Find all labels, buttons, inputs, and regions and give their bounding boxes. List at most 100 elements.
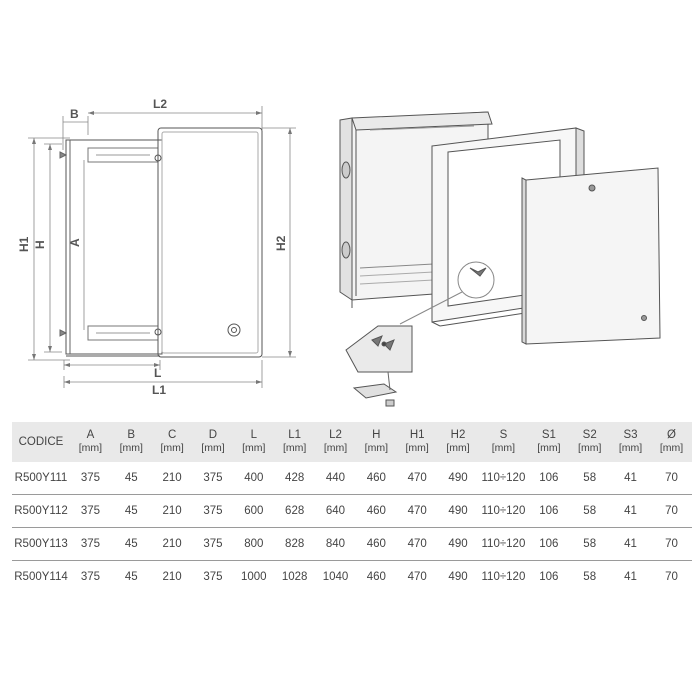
table-cell: 210 — [151, 527, 193, 561]
header-label: S — [499, 429, 508, 441]
lock-icon — [588, 184, 596, 192]
dim-label-H2: H2 — [274, 235, 288, 251]
header-cell: S3[mm] — [610, 422, 651, 462]
table-cell: 375 — [192, 494, 234, 528]
table-cell: 58 — [569, 494, 611, 528]
header-unit: [mm] — [491, 442, 516, 454]
table-cell: 70 — [650, 527, 692, 561]
header-cell: L1[mm] — [274, 422, 315, 462]
table-cell: 110÷120 — [478, 527, 529, 561]
table-cell: 1040 — [322, 571, 349, 583]
table-cell: 640 — [315, 494, 356, 528]
dim-label-H: H — [33, 240, 47, 249]
header-cell: H2[mm] — [438, 422, 479, 462]
header-label: L1 — [288, 429, 302, 441]
header-cell: CODICE — [12, 422, 70, 462]
header-label: S2 — [582, 429, 597, 441]
header-cell: S2[mm] — [569, 422, 610, 462]
header-cell: B[mm] — [111, 422, 152, 462]
header-cell: C[mm] — [152, 422, 193, 462]
table-cell: 70 — [665, 571, 678, 583]
table-cell: 600 — [233, 494, 275, 528]
table-row: R500Y112 375 45 210 375 600 628 640 460 … — [12, 494, 692, 528]
header-unit: [mm] — [618, 442, 643, 454]
table-cell-code: R500Y113 — [12, 527, 70, 561]
header-unit: [mm] — [282, 442, 307, 454]
table-cell: 106 — [528, 494, 570, 528]
header-cell: D[mm] — [193, 422, 234, 462]
header-label: L — [250, 429, 257, 441]
table-cell: 45 — [110, 462, 152, 495]
table-cell: 1000 — [241, 571, 267, 583]
dim-label-L1: L1 — [152, 383, 166, 397]
header-label: S1 — [541, 429, 556, 441]
table-cell: 58 — [569, 527, 611, 561]
table-cell: 440 — [315, 462, 356, 495]
table-cell: 490 — [437, 462, 479, 495]
dim-label-H1: H1 — [17, 236, 31, 252]
header-unit: [mm] — [323, 442, 348, 454]
table-cell: 375 — [203, 571, 223, 583]
header-unit: [mm] — [659, 442, 684, 454]
table-cell: 210 — [151, 494, 193, 528]
table-cell: 70 — [650, 494, 692, 528]
lock-icon — [227, 323, 241, 337]
table-cell: 470 — [396, 462, 438, 495]
table-cell: 470 — [396, 494, 438, 528]
table-cell: 45 — [110, 494, 152, 528]
table-cell: 41 — [610, 462, 651, 495]
header-label: D — [208, 429, 218, 441]
header-unit: [mm] — [201, 442, 225, 454]
table-cell: 106 — [528, 527, 570, 561]
table-cell: 470 — [407, 571, 427, 583]
header-label: Ø — [667, 429, 676, 441]
door-panel — [521, 167, 661, 345]
table-cell: 210 — [162, 571, 182, 583]
table-cell: 41 — [610, 494, 651, 528]
dim-label-A: A — [68, 238, 82, 247]
header-label: A — [86, 429, 95, 441]
table-cell: 106 — [539, 571, 559, 583]
spec-table: CODICE A[mm] B[mm] C[mm] D[mm] L[mm] L1[… — [12, 422, 692, 593]
header-cell: S[mm] — [478, 422, 528, 462]
header-cell: L2[mm] — [315, 422, 356, 462]
header-label: H — [372, 429, 381, 441]
table-cell: 490 — [448, 571, 468, 583]
table-cell: 58 — [569, 462, 611, 495]
table-cell: 110÷120 — [478, 462, 529, 495]
table-cell-code: R500Y111 — [12, 462, 70, 495]
header-unit: [mm] — [78, 442, 103, 454]
table-cell: 800 — [233, 527, 275, 561]
header-cell: H1[mm] — [397, 422, 438, 462]
wing-nut-small — [469, 267, 487, 277]
header-unit: [mm] — [242, 442, 266, 454]
dimension-lines — [28, 106, 296, 388]
exploded-view — [339, 111, 661, 407]
table-cell: 375 — [70, 527, 111, 561]
wing-nut-detail — [345, 325, 413, 407]
table-row: R500Y111 375 45 210 375 400 428 440 460 … — [12, 462, 692, 495]
table-cell: 210 — [151, 462, 193, 495]
table-cell: 110÷120 — [481, 571, 526, 583]
header-unit: [mm] — [364, 442, 388, 454]
door-front — [157, 127, 263, 358]
table-cell: 490 — [437, 494, 479, 528]
table-cell: 70 — [650, 462, 692, 495]
header-unit: [mm] — [405, 442, 429, 454]
dim-label-L: L — [154, 366, 161, 380]
table-body: R500Y111 375 45 210 375 400 428 440 460 … — [12, 462, 692, 593]
dimension-arrows — [32, 111, 292, 384]
header-label: C — [167, 429, 177, 441]
table-cell: 840 — [315, 527, 356, 561]
header-label: H1 — [409, 429, 425, 441]
table-cell: 470 — [396, 527, 438, 561]
table-cell: 1028 — [281, 571, 308, 583]
header-label: L2 — [329, 429, 342, 441]
header-cell: H[mm] — [356, 422, 397, 462]
header-label: CODICE — [18, 435, 64, 448]
table-cell: 58 — [583, 571, 597, 583]
table-cell: 460 — [355, 494, 397, 528]
table-cell: 375 — [70, 462, 111, 495]
table-cell: 375 — [192, 462, 234, 495]
table-cell: 490 — [437, 527, 479, 561]
